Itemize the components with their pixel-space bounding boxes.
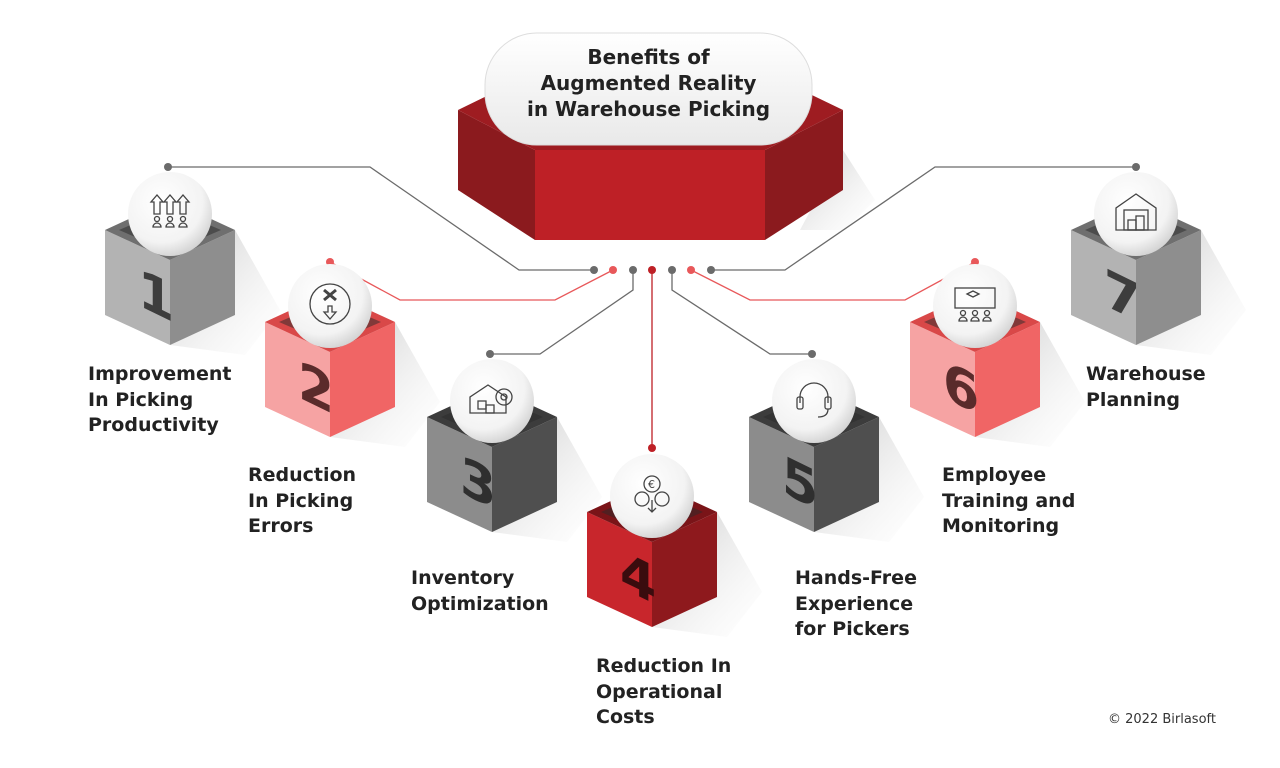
- cube-left-face: [749, 417, 814, 532]
- benefit-label-line: Warehouse: [1086, 363, 1206, 385]
- benefit-label-line: Hands-Free: [795, 567, 917, 589]
- benefit-label-line: Productivity: [88, 414, 219, 436]
- connector-dot: [590, 266, 598, 274]
- benefit-label-line: Operational: [596, 680, 723, 703]
- page-title: Benefits of Augmented Reality in Warehou…: [485, 44, 812, 122]
- connector-dot: [326, 258, 334, 266]
- connector-dot: [668, 266, 676, 274]
- benefit-label-line: Reduction In: [596, 655, 732, 677]
- connector-dot: [707, 266, 715, 274]
- training-presentation-icon: [954, 287, 996, 322]
- icon-sphere: [1094, 172, 1178, 256]
- benefit-cube-2: 2: [265, 264, 440, 447]
- benefit-cube-7: 7: [1071, 172, 1246, 355]
- icon-sphere: [450, 359, 534, 443]
- title-line: Benefits of: [587, 45, 710, 69]
- benefit-label-line: Planning: [1086, 388, 1180, 411]
- connector-line: [329, 261, 614, 301]
- cube-right-face: [170, 230, 235, 345]
- cube-right-face: [814, 417, 879, 532]
- cube-left-face: [1071, 230, 1136, 345]
- productivity-arrows-people-icon: [149, 194, 191, 228]
- benefit-cube-4: €4: [587, 454, 762, 637]
- connector-dot: [629, 266, 637, 274]
- copyright: © 2022 Birlasoft: [1108, 712, 1216, 727]
- cube-right-face: [652, 512, 717, 627]
- cube-right-face: [492, 417, 557, 532]
- title-line: in Warehouse Picking: [526, 97, 771, 121]
- connector-dot: [648, 444, 656, 452]
- benefit-label-line: Optimization: [411, 592, 549, 615]
- svg-text:€: €: [648, 478, 655, 491]
- benefit-label-line: In Picking: [88, 388, 194, 411]
- connector-line: [490, 270, 634, 355]
- benefit-label-line: Experience: [795, 592, 914, 615]
- warehouse-gear-pin-icon: [469, 384, 513, 414]
- benefit-cube-1: 1: [105, 172, 280, 355]
- benefit-label-line: Training and: [942, 489, 1076, 512]
- connector-dot: [687, 266, 695, 274]
- connector-lines: [164, 163, 1140, 452]
- benefit-label-line: Monitoring: [942, 515, 1060, 537]
- euro-gears-cost-icon: €: [634, 475, 670, 513]
- benefit-label-line: Errors: [248, 515, 314, 537]
- benefit-label-line: Costs: [596, 706, 655, 728]
- connector-line: [711, 166, 1136, 271]
- cube-left-face: [105, 230, 170, 345]
- connector-dot: [1132, 163, 1140, 171]
- connector-line: [168, 166, 594, 271]
- connector-dot: [808, 350, 816, 358]
- cube-left-face: [587, 512, 652, 627]
- error-cross-down-arrow-icon: [309, 283, 351, 325]
- benefit-cube-3: 3: [427, 359, 602, 542]
- connector-dot: [971, 258, 979, 266]
- benefit-cube-6: 6: [910, 264, 1085, 447]
- benefit-label-line: Inventory: [411, 567, 515, 589]
- benefit-label-line: Employee: [942, 464, 1047, 486]
- benefit-cube-5: 5: [749, 359, 924, 542]
- header-hexagon: [458, 32, 875, 240]
- connector-dot: [609, 266, 617, 274]
- cube-right-face: [975, 322, 1040, 437]
- connector-dot: [648, 266, 656, 274]
- benefit-label-line: for Pickers: [795, 618, 910, 640]
- cube-left-face: [910, 322, 975, 437]
- title-line: Augmented Reality: [540, 71, 757, 95]
- headset-icon: [796, 382, 832, 418]
- icon-sphere: [772, 359, 856, 443]
- cube-left-face: [265, 322, 330, 437]
- connector-line: [671, 270, 812, 355]
- benefit-label-line: In Picking: [248, 489, 354, 512]
- cube-right-face: [330, 322, 395, 437]
- benefit-label-line: Reduction: [248, 464, 357, 486]
- icon-sphere: [933, 264, 1017, 348]
- warehouse-building-icon: [1115, 193, 1157, 231]
- connector-dot: [164, 163, 172, 171]
- icon-sphere: [610, 454, 694, 538]
- cube-right-face: [1136, 230, 1201, 345]
- cube-left-face: [427, 417, 492, 532]
- connector-line: [690, 261, 976, 301]
- benefit-label-line: Improvement: [88, 363, 232, 385]
- connector-dot: [486, 350, 494, 358]
